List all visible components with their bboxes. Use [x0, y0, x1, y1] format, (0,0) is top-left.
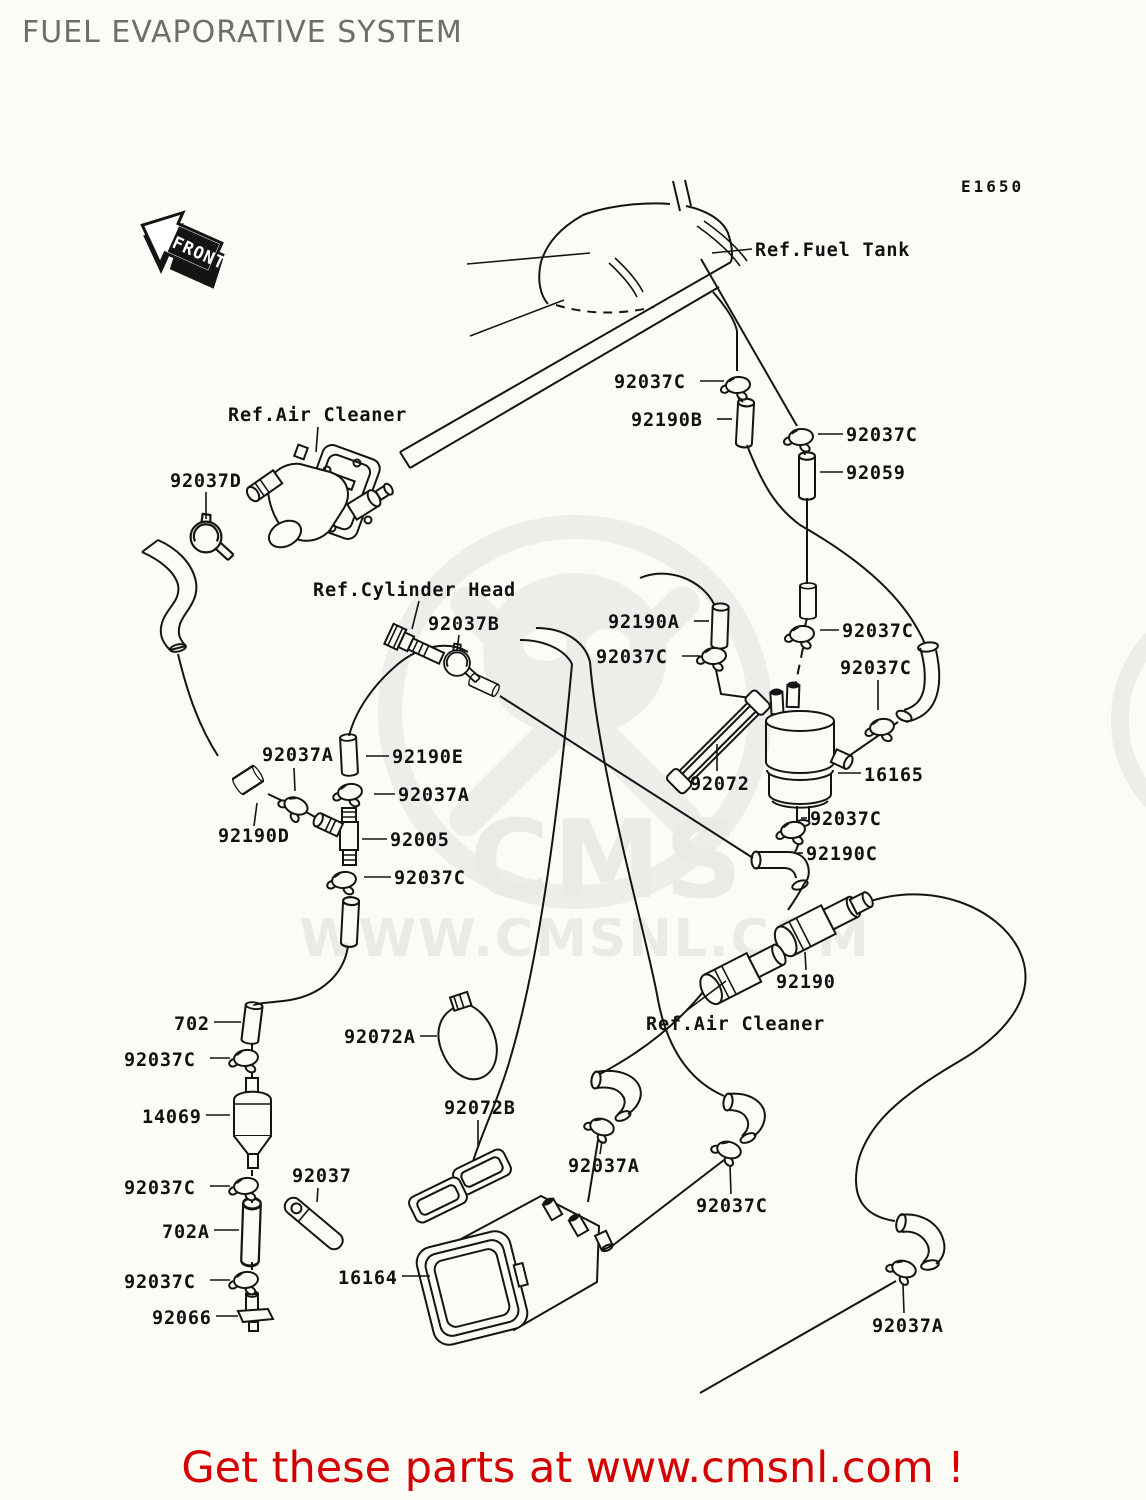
part-label-92037C-7[interactable]: 92037C — [394, 868, 466, 889]
part-label-92037C-2[interactable]: 92037C — [846, 425, 918, 446]
part-label-92037C-6[interactable]: 92037C — [810, 809, 882, 830]
part-label-92190D[interactable]: 92190D — [218, 826, 290, 847]
part-label-92190B[interactable]: 92190B — [631, 410, 703, 431]
part-label-92037C-10[interactable]: 92037C — [124, 1272, 196, 1293]
part-label-92037A-2[interactable]: 92037A — [398, 785, 470, 806]
part-label-92037A-3[interactable]: 92037A — [568, 1156, 640, 1177]
elbow-hoses-right — [750, 641, 941, 891]
part-label-92037A-4[interactable]: 92037A — [872, 1316, 944, 1337]
part-label-92072B[interactable]: 92072B — [444, 1098, 516, 1119]
cmsnl-promo-banner[interactable]: Get these parts at www.cmsnl.com ! — [181, 1443, 964, 1493]
part-label-92059[interactable]: 92059 — [846, 463, 906, 484]
part-label-92037C-8[interactable]: 92037C — [124, 1050, 196, 1071]
filter-14069-drawing — [233, 1077, 272, 1169]
part-label-702A[interactable]: 702A — [162, 1222, 210, 1243]
part-label-92190E[interactable]: 92190E — [392, 747, 464, 768]
part-label-92037C-1[interactable]: 92037C — [614, 372, 686, 393]
t-fitting-92005-drawing — [312, 807, 359, 866]
label-ref-cylinder-head: Ref.Cylinder Head — [313, 580, 516, 601]
part-label-92190[interactable]: 92190 — [776, 972, 836, 993]
coupler-92190-drawing — [699, 891, 874, 1006]
callout-leader-lines — [205, 248, 905, 1317]
watermark-logo-text: CMS — [470, 798, 747, 923]
label-ref-air-cleaner-top: Ref.Air Cleaner — [228, 405, 407, 426]
part-label-702[interactable]: 702 — [174, 1014, 210, 1035]
label-ref-air-cleaner-bottom: Ref.Air Cleaner — [646, 1014, 825, 1035]
part-label-92037[interactable]: 92037 — [292, 1166, 352, 1187]
part-label-92072A[interactable]: 92072A — [344, 1027, 416, 1048]
diagram-code: E1650 — [961, 177, 1024, 196]
part-label-92037D[interactable]: 92037D — [170, 471, 242, 492]
part-label-92037A-1[interactable]: 92037A — [262, 745, 334, 766]
part-label-92066[interactable]: 92066 — [152, 1308, 212, 1329]
buckle-92072B-drawing — [408, 1148, 512, 1224]
part-label-92037C-11[interactable]: 92037C — [696, 1196, 768, 1217]
front-direction-arrow-icon: FRONT — [140, 210, 228, 289]
cms-watermark: CMS WWW.CMSNL.COM — [299, 515, 1146, 969]
part-label-14069[interactable]: 14069 — [142, 1107, 202, 1128]
tee-fitting-run — [230, 763, 359, 866]
check-valve-fitting-drawing — [382, 622, 446, 666]
part-label-92037B[interactable]: 92037B — [428, 614, 500, 635]
breather-hose-drawing — [141, 539, 198, 653]
part-label-16164[interactable]: 16164 — [338, 1268, 398, 1289]
fuel-tank-drawing — [399, 179, 748, 469]
elbow-hoses-bottom — [590, 1070, 946, 1271]
part-label-92190C[interactable]: 92190C — [806, 844, 878, 865]
part-label-92072[interactable]: 92072 — [690, 774, 750, 795]
part-label-16165[interactable]: 16165 — [864, 765, 924, 786]
left-column-parts — [233, 1000, 275, 1332]
part-label-92190A[interactable]: 92190A — [608, 612, 680, 633]
part-label-92037C-4[interactable]: 92037C — [842, 621, 914, 642]
fitting-92066-drawing — [236, 1290, 275, 1332]
part-label-92037C-9[interactable]: 92037C — [124, 1178, 196, 1199]
part-label-92037C-5[interactable]: 92037C — [840, 658, 912, 679]
canister-16164-drawing — [415, 1194, 615, 1346]
part-label-92005[interactable]: 92005 — [390, 830, 450, 851]
air-cleaner-valve-drawing — [245, 443, 394, 549]
tie-92072A-drawing — [437, 990, 498, 1081]
label-ref-fuel-tank: Ref.Fuel Tank — [755, 240, 910, 261]
page-title: FUEL EVAPORATIVE SYSTEM — [22, 15, 463, 50]
part-label-92037C-3[interactable]: 92037C — [596, 647, 668, 668]
callout-labels: Ref.Fuel Tank 92037C 92190B 92037C 92059… — [124, 240, 944, 1337]
strap-92037-drawing — [283, 1196, 344, 1251]
bracket-92072-drawing — [665, 689, 771, 795]
canister-16165-drawing — [765, 681, 854, 827]
